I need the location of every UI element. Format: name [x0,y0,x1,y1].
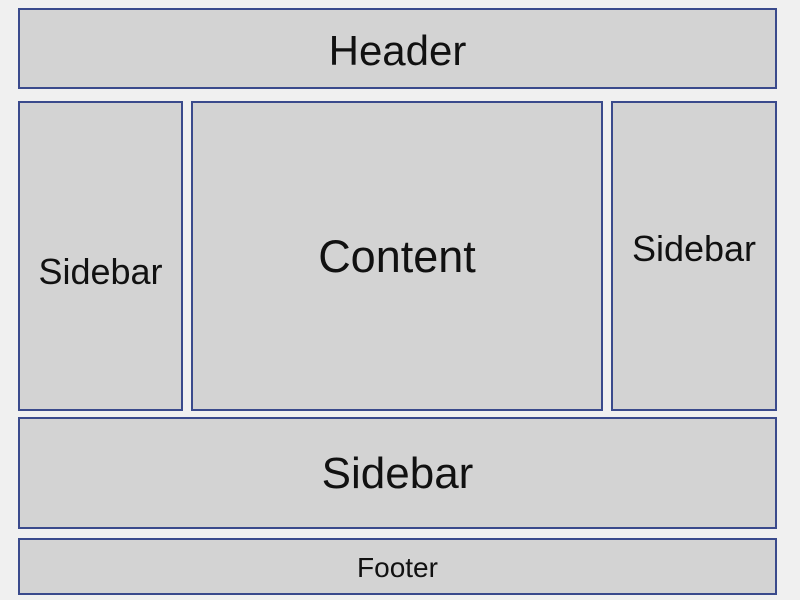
left-sidebar-label: Sidebar [38,251,163,292]
bottom-sidebar-block: Sidebar [18,417,777,529]
header-block: Header [18,8,777,89]
left-sidebar-block: Sidebar [18,101,183,411]
content-block: Content [191,101,603,411]
right-sidebar-block: Sidebar [611,101,777,411]
footer-block: Footer [18,538,777,595]
footer-label: Footer [357,551,438,583]
right-sidebar-label: Sidebar [631,228,757,269]
bottom-sidebar-label: Sidebar [321,449,474,498]
header-label: Header [328,26,467,74]
content-label: Content [318,230,476,282]
